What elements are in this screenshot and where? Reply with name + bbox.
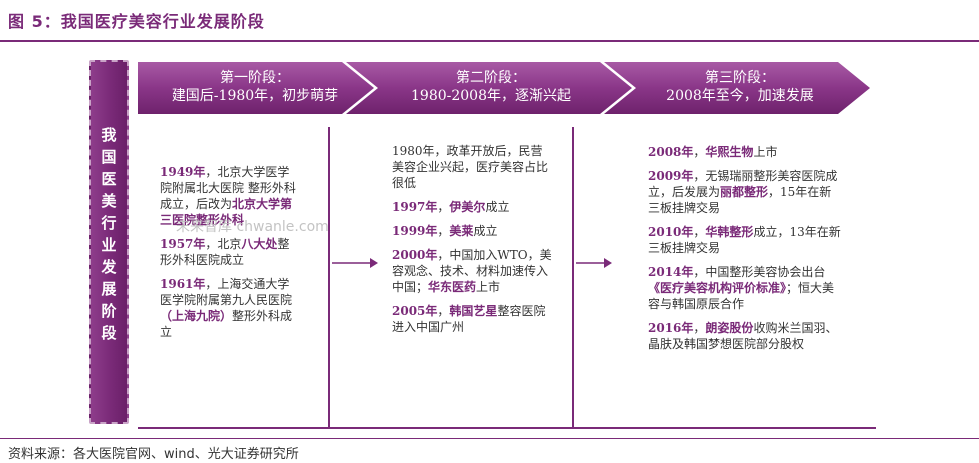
entry-text: ，中国加入WTO，美容观念、技术、材料加速传入中国； [392, 248, 552, 294]
entry-highlight: 华韩整形 [705, 225, 754, 239]
entry-text: ， [437, 304, 450, 318]
entry-text: 成立，13年在新三板挂牌交易 [648, 225, 841, 255]
entry-text: ， [693, 321, 706, 335]
side-label-char: 发 [101, 258, 117, 276]
timeline-entry: 2010年，华韩整形成立，13年在新三板挂牌交易 [648, 224, 843, 256]
entry-text: ，无锡瑞丽整形美容医院成立，后发展为 [648, 169, 838, 199]
stage-3-title: 第三阶段： [705, 70, 775, 86]
timeline-entry: 1949年，北京大学医学院附属北大医院 整形外科成立，后改为北京大学第三医院整形… [160, 164, 300, 228]
entry-text: ，上海交通大学医学院附属第九人民医院 [160, 277, 293, 307]
side-label-char: 行 [101, 214, 117, 232]
entry-year: 1961年 [160, 277, 206, 291]
timeline-entry: 1957年，北京八大处整形外科医院成立 [160, 236, 300, 268]
top-rule [0, 40, 979, 42]
source-note: 资料来源：各大医院官网、wind、光大证券研究所 [8, 447, 299, 462]
timeline-entry: 2009年，无锡瑞丽整形美容医院成立，后发展为丽都整形，15年在新三板挂牌交易 [648, 168, 843, 216]
entry-text: ；恒大美容与韩国原辰合作 [648, 281, 835, 311]
entry-highlight: 《医疗美容机构评价标准》 [648, 281, 787, 295]
entry-year: 2014年 [648, 265, 694, 279]
stage-2-arrow [346, 62, 632, 114]
side-label-char: 国 [101, 148, 117, 166]
timeline-entry: 2008年，华熙生物上市 [648, 144, 843, 160]
entry-text: ，中国整形美容协会出台 [693, 265, 826, 279]
entry-text: ，北京 [205, 237, 242, 251]
stage-1-title: 第一阶段： [220, 70, 290, 86]
stage-divider-2 [572, 127, 574, 427]
timeline-entry: 1997年，伊美尔成立 [392, 199, 552, 215]
entry-highlight: 北京大学第三医院整形外科 [160, 197, 293, 227]
entry-year: 2005年 [392, 304, 438, 318]
timeline-entry: 2005年，韩国艺星整容医院进入中国广州 [392, 303, 552, 335]
stage-1-arrow [138, 62, 374, 114]
side-label-char: 美 [101, 192, 117, 210]
entry-year: 2000年 [392, 248, 438, 262]
timeline-entry: 1999年，美莱成立 [392, 223, 552, 239]
footer-rule [0, 438, 979, 439]
timeline-entry: 1980年，政革开放后，民营美容企业兴起，医疗美容占比很低 [392, 143, 552, 191]
timeline-entry: 2000年，中国加入WTO，美容观念、技术、材料加速传入中国；华东医药上市 [392, 247, 552, 295]
entry-text: 整形外科医院成立 [160, 237, 290, 267]
entry-highlight: 韩国艺星 [449, 304, 498, 318]
stage-3-header: 第三阶段： 2008年至今，加速发展 [630, 69, 850, 105]
entry-text: 收购米兰国羽、晶肤及韩国梦想医院部分股权 [648, 321, 838, 351]
entry-year: 2009年 [648, 169, 694, 183]
timeline-entry: 1961年，上海交通大学医学院附属第九人民医院 （上海九院）整形外科成立 [160, 276, 300, 340]
stage-2-header: 第二阶段： 1980-2008年，逐渐兴起 [376, 69, 606, 105]
side-label-char: 阶 [101, 302, 117, 320]
entry-highlight: 八大处 [241, 237, 278, 251]
entry-text: ， [437, 200, 450, 214]
entry-year: 1949年 [160, 165, 206, 179]
entry-text: ， [437, 224, 450, 238]
entry-text: ， [693, 145, 706, 159]
bottom-rule [138, 427, 876, 429]
timeline-entry: 2016年，朗姿股份收购米兰国羽、晶肤及韩国梦想医院部分股权 [648, 320, 843, 352]
entry-text: ， [693, 225, 706, 239]
stage-1-header: 第一阶段： 建国后-1980年，初步萌芽 [140, 69, 370, 105]
entry-highlight: 伊美尔 [449, 200, 486, 214]
figure-title: 图 5：我国医疗美容行业发展阶段 [8, 12, 265, 31]
entry-highlight: 丽都整形 [720, 185, 769, 199]
stage-divider-1 [328, 127, 330, 427]
side-label-text: 我国医美行业发展阶段 [91, 124, 127, 344]
connector-arrow-1-head [370, 258, 378, 268]
entry-year: 1957年 [160, 237, 206, 251]
entry-year: 2010年 [648, 225, 694, 239]
side-label-char: 段 [101, 324, 117, 342]
entry-text: 上市 [753, 145, 778, 159]
stage-2-title: 第二阶段： [456, 70, 526, 86]
entry-highlight: 华熙生物 [705, 145, 754, 159]
side-label-char: 展 [101, 280, 117, 298]
stage-3-arrow [604, 62, 870, 114]
stage-1-subtitle: 建国后-1980年，初步萌芽 [171, 88, 339, 104]
entry-text: 整容医院进入中国广州 [392, 304, 546, 334]
entry-text: 1980年，政革开放后，民营美容企业兴起，医疗美容占比很低 [392, 144, 549, 190]
entry-text: ，北京大学医学院附属北大医院 整形外科成立，后改为 [160, 165, 296, 211]
connector-arrow-2-head [604, 258, 612, 268]
entry-year: 2008年 [648, 145, 694, 159]
side-label-char: 我 [101, 126, 117, 144]
entry-text: 上市 [476, 280, 501, 294]
watermark: 未来智库 chwanle.com [176, 219, 329, 235]
entry-year: 1999年 [392, 224, 438, 238]
entry-text: 整形外科成立 [160, 309, 293, 339]
entry-highlight: 美莱 [449, 224, 474, 238]
entry-text: 成立 [485, 200, 510, 214]
entry-year: 1997年 [392, 200, 438, 214]
timeline-entry: 2014年，中国整形美容协会出台《医疗美容机构评价标准》；恒大美容与韩国原辰合作 [648, 264, 843, 312]
side-label-char: 业 [101, 236, 117, 254]
stage-3-subtitle: 2008年至今，加速发展 [666, 88, 814, 104]
side-label-char: 医 [101, 170, 117, 188]
entry-highlight: 华东医药 [428, 280, 477, 294]
entry-year: 2016年 [648, 321, 694, 335]
side-label-box: 我国医美行业发展阶段 [89, 60, 129, 424]
entry-highlight: 朗姿股份 [705, 321, 754, 335]
stage-2-subtitle: 1980-2008年，逐渐兴起 [411, 88, 571, 104]
entry-text: 成立 [473, 224, 498, 238]
entry-text: ，15年在新三板挂牌交易 [648, 185, 832, 215]
stage-1-events: 1949年，北京大学医学院附属北大医院 整形外科成立，后改为北京大学第三医院整形… [160, 164, 300, 348]
entry-highlight: （上海九院） [160, 309, 233, 323]
